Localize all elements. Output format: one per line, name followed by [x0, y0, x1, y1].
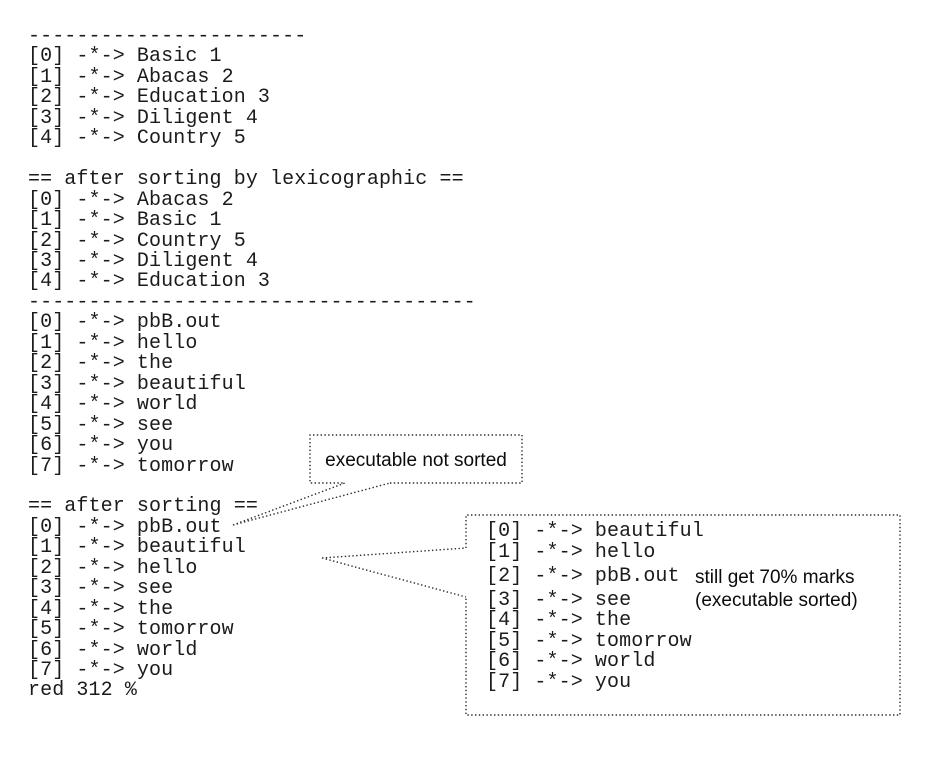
sorted-result-line: [2] -*-> pbB.out	[486, 564, 680, 588]
terminal-separator: -------------------------------------	[28, 290, 476, 314]
terminal-separator: -----------------------	[28, 25, 307, 48]
sorted-result-line: [5] -*-> tomorrow	[486, 629, 692, 653]
terminal-line: [4] -*-> the	[28, 597, 174, 621]
terminal-heading-after-sorting: == after sorting ==	[28, 495, 258, 519]
terminal-line: [2] -*-> Country 5	[28, 229, 246, 253]
sorted-result-line: [7] -*-> you	[486, 670, 632, 694]
terminal-line: [5] -*-> see	[28, 413, 174, 437]
terminal-line: [0] -*-> pbB.out	[28, 515, 222, 539]
not-sorted-callout-label: executable not sorted	[325, 450, 507, 471]
marks-note: still get 70% marks (executable sorted)	[695, 566, 858, 612]
terminal-line: [0] -*-> Abacas 2	[28, 188, 234, 212]
terminal-line: [3] -*-> Diligent 4	[28, 106, 258, 130]
sorted-result-line: [0] -*-> beautiful	[486, 520, 704, 543]
terminal-line: [4] -*-> world	[28, 393, 198, 417]
terminal-line: [5] -*-> tomorrow	[28, 618, 234, 642]
terminal-line: [2] -*-> hello	[28, 556, 198, 580]
terminal-blank-line	[28, 150, 476, 170]
terminal-line: [4] -*-> Country 5	[28, 127, 246, 151]
terminal-blank-line	[28, 477, 476, 497]
terminal-line: [2] -*-> the	[28, 352, 174, 376]
shell-prompt: red 312 %	[28, 679, 137, 703]
marks-note-line1: still get 70% marks	[695, 567, 855, 588]
terminal-line: [3] -*-> see	[28, 577, 174, 601]
sorted-result-list: [0] -*-> beautiful [1] -*-> hello [2] -*…	[486, 520, 704, 694]
sorted-result-line: [6] -*-> world	[486, 650, 656, 673]
terminal-output: ----------------------- [0] -*-> Basic 1…	[28, 25, 476, 703]
terminal-line: [3] -*-> beautiful	[28, 372, 246, 396]
terminal-line: [1] -*-> hello	[28, 331, 198, 355]
terminal-line: [1] -*-> Basic 1	[28, 209, 222, 233]
terminal-line: [6] -*-> world	[28, 638, 198, 662]
terminal-line: [4] -*-> Education 3	[28, 270, 271, 294]
terminal-line: [7] -*-> tomorrow	[28, 454, 234, 478]
terminal-line: [0] -*-> Basic 1	[28, 45, 222, 69]
terminal-line: [0] -*-> pbB.out	[28, 311, 222, 335]
terminal-line: [2] -*-> Education 3	[28, 86, 271, 110]
terminal-line: [1] -*-> Abacas 2	[28, 65, 234, 89]
terminal-line: [3] -*-> Diligent 4	[28, 249, 258, 273]
terminal-line: [7] -*-> you	[28, 659, 174, 683]
terminal-line: [1] -*-> beautiful	[28, 536, 246, 560]
sorted-result-line: [4] -*-> the	[486, 609, 632, 632]
sorted-result-line: [1] -*-> hello	[486, 540, 656, 564]
terminal-heading-lexicographic: == after sorting by lexicographic ==	[28, 168, 464, 192]
sorted-result-line: [3] -*-> see	[486, 588, 632, 612]
marks-note-line2: (executable sorted)	[695, 590, 858, 611]
terminal-line: [6] -*-> you	[28, 434, 174, 458]
